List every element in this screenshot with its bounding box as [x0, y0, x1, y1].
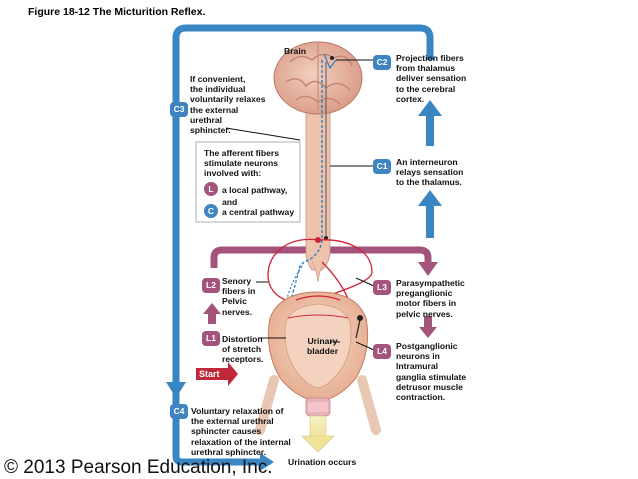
badge-l1: L1: [202, 331, 220, 346]
badge-l4: L4: [373, 344, 391, 359]
badge-c2: C2: [373, 55, 391, 70]
start-arrow: [196, 362, 238, 386]
copyright-notice: © 2013 Pearson Education, Inc.: [4, 457, 273, 478]
label-l3: Parasympathetic preganglionic motor fibe…: [396, 278, 465, 319]
label-local-pathway: a local pathway,: [222, 185, 288, 195]
label-c1: An interneuron relays sensation to the t…: [396, 157, 464, 188]
badge-c3: C3: [170, 102, 188, 117]
blue-arrowhead-top: [418, 100, 442, 116]
projection-fiber: [323, 53, 337, 70]
blue-loop-arrow: [172, 24, 434, 466]
label-c3: If convenient, the individual voluntaril…: [190, 74, 266, 136]
badge-l3: L3: [373, 280, 391, 295]
label-brain: Brain: [284, 46, 306, 56]
label-l4: Postganglionic neurons in Intramural gan…: [396, 341, 467, 403]
blue-arrowhead-bottom: [260, 453, 274, 471]
figure-title: Figure 18-12 The Micturition Reflex.: [28, 6, 206, 18]
badge-c: C: [204, 204, 218, 218]
label-central-pathway: a central pathway: [222, 207, 295, 217]
label-afferent: The afferent fibers stimulate neurons in…: [204, 148, 279, 179]
label-and: and: [222, 197, 238, 207]
badge-l2: L2: [202, 278, 220, 293]
badge-c1: C1: [373, 159, 391, 174]
urine-flow-arrow: [309, 415, 327, 439]
blue-arrowhead-right-mid: [418, 190, 442, 206]
label-start: Start: [199, 369, 220, 379]
badge-c4: C4: [170, 404, 188, 419]
label-c4: Voluntary relaxation of the external ure…: [191, 406, 291, 457]
label-l2: Senory fibers in Pelvic nerves.: [222, 276, 256, 317]
label-l1: Distortion of stretch receptors.: [222, 334, 264, 365]
badge-l: L: [204, 182, 218, 196]
label-urination: Urination occurs: [288, 457, 357, 467]
blue-arrowhead-down-left: [166, 382, 186, 398]
label-bladder: Urinary bladder: [307, 336, 339, 357]
label-c2: Projection fibers from thalamus deliver …: [396, 53, 467, 104]
